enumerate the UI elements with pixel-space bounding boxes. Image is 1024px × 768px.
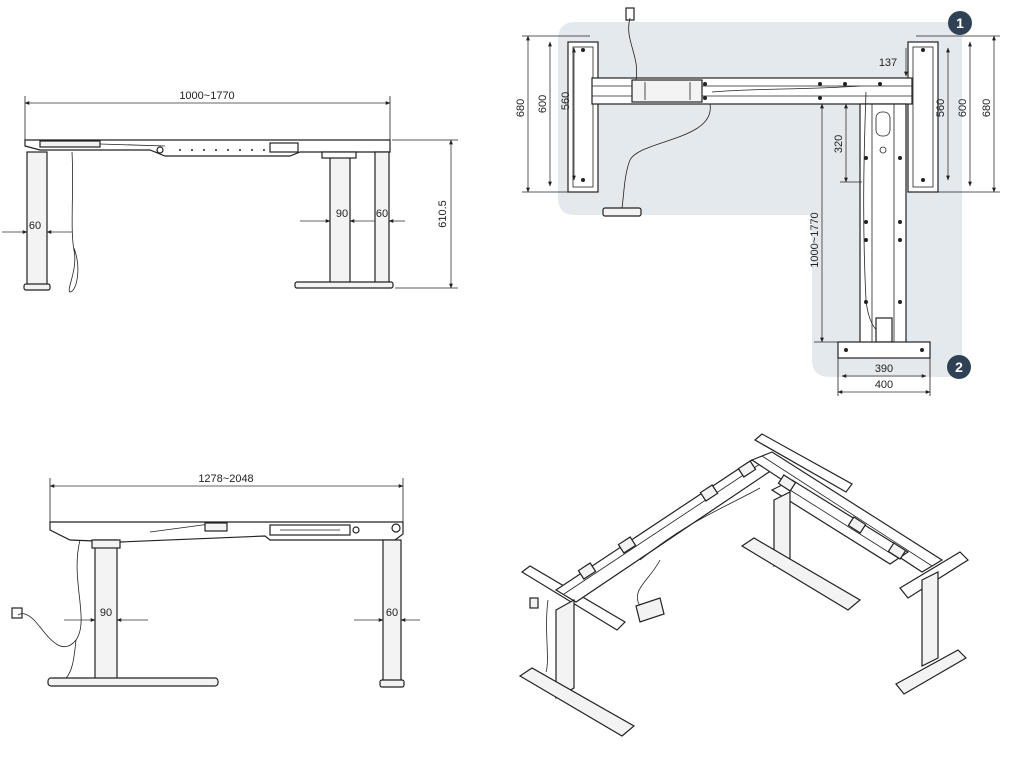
top-left-outer-dimension: 680 (515, 99, 527, 117)
front-left-leg-dimension: 60 (29, 220, 41, 232)
top-foot-outer-dimension: 400 (875, 379, 893, 391)
front-view: 1000~1770 60 90 60 (2, 90, 458, 293)
power-cable (68, 151, 79, 293)
top-left-inner-dimension: 560 (560, 92, 572, 110)
side-view: 1278~2048 90 60 (11, 473, 420, 688)
side-width-dimension: 1278~2048 (198, 473, 253, 485)
hand-controller (602, 207, 642, 217)
front-height-dimension: 610.5 (437, 200, 449, 228)
left-leg (26, 151, 48, 287)
top-left-mid-dimension: 600 (537, 95, 549, 113)
right-foot (294, 281, 394, 289)
bottom-foot (837, 341, 931, 359)
isometric-view (518, 433, 969, 737)
front-right-leg-dimension: 60 (376, 208, 388, 220)
top-foot-inner-dimension: 390 (875, 363, 893, 375)
side-left-foot (47, 677, 219, 687)
right-column (329, 155, 351, 285)
front-width-dimension: 1000~1770 (179, 90, 234, 102)
badge-2 (947, 355, 971, 379)
side-leg-dimension: 60 (386, 607, 398, 619)
beam-holes (179, 149, 265, 151)
top-right-inner-dimension: 560 (935, 99, 947, 117)
badge-1-label: 1 (956, 15, 964, 31)
control-box (631, 79, 703, 103)
top-right-outer-dimension: 680 (981, 99, 993, 117)
badge-1 (948, 11, 972, 35)
top-length-dimension: 1000~1770 (809, 212, 821, 267)
top-right-mid-dimension: 600 (957, 99, 969, 117)
front-column-dimension: 90 (336, 208, 348, 220)
badge-2-label: 2 (955, 359, 963, 375)
top-offset-137-dimension: 137 (879, 57, 897, 69)
side-column-dimension: 90 (100, 607, 112, 619)
top-view: 680 600 560 680 600 560 137 320 1000~177… (515, 7, 1000, 396)
top-offset-320-dimension: 320 (833, 135, 845, 153)
